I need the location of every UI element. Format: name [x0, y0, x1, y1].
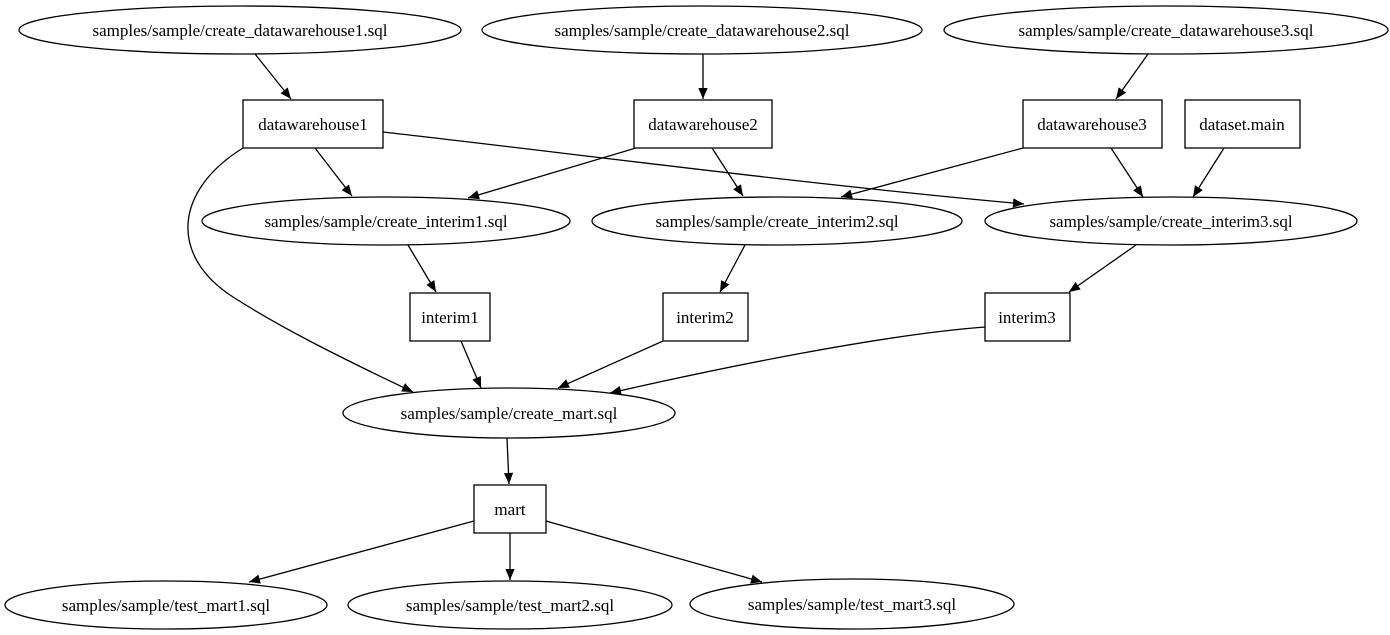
- edge-create_interim1-to-interim1: [407, 244, 437, 293]
- node-datawarehouse3: datawarehouse3: [1022, 99, 1163, 149]
- node-create_interim1: samples/sample/create_interim1.sql: [201, 196, 571, 246]
- node-label-interim3: interim3: [998, 308, 1056, 327]
- edge-create_interim2-to-interim2: [719, 244, 746, 293]
- node-label-create_datawarehouse3: samples/sample/create_datawarehouse3.sql: [1018, 21, 1313, 40]
- node-test_mart2: samples/sample/test_mart2.sql: [347, 580, 673, 630]
- node-create_datawarehouse2: samples/sample/create_datawarehouse2.sql: [481, 5, 923, 55]
- node-create_datawarehouse3: samples/sample/create_datawarehouse3.sql: [943, 5, 1389, 55]
- node-ellipse-create_interim2: [591, 196, 963, 246]
- node-label-datawarehouse2: datawarehouse2: [648, 115, 758, 134]
- node-label-create_mart: samples/sample/create_mart.sql: [401, 404, 618, 423]
- node-ellipse-test_mart2: [347, 580, 673, 630]
- node-create_mart: samples/sample/create_mart.sql: [342, 387, 676, 439]
- node-dataset_main: dataset.main: [1184, 99, 1301, 149]
- node-box-datawarehouse3: [1022, 99, 1163, 149]
- edge-interim1-to-create_mart: [460, 340, 482, 389]
- node-label-interim2: interim2: [676, 308, 734, 327]
- node-mart: mart: [473, 484, 547, 534]
- edge-create_datawarehouse1-to-datawarehouse1: [254, 53, 292, 100]
- node-label-create_interim3: samples/sample/create_interim3.sql: [1049, 212, 1292, 231]
- node-label-dataset_main: dataset.main: [1199, 115, 1285, 134]
- node-test_mart3: samples/sample/test_mart3.sql: [689, 578, 1015, 630]
- node-label-mart: mart: [494, 500, 525, 519]
- edge-datawarehouse3-to-create_interim2: [840, 147, 1024, 199]
- node-label-test_mart2: samples/sample/test_mart2.sql: [406, 596, 614, 615]
- edge-dataset_main-to-create_interim3: [1192, 147, 1225, 198]
- node-ellipse-create_mart: [342, 387, 676, 439]
- edge-create_interim3-to-interim3: [1068, 244, 1137, 293]
- edge-interim3-to-create_mart: [609, 326, 986, 396]
- node-label-create_interim1: samples/sample/create_interim1.sql: [264, 212, 507, 231]
- node-create_datawarehouse1: samples/sample/create_datawarehouse1.sql: [18, 5, 462, 55]
- node-box-interim3: [984, 292, 1071, 342]
- edge-datawarehouse2-to-create_interim2: [711, 147, 744, 197]
- edge-interim2-to-create_mart: [557, 340, 664, 389]
- node-label-datawarehouse1: datawarehouse1: [258, 115, 368, 134]
- node-label-create_datawarehouse1: samples/sample/create_datawarehouse1.sql: [92, 21, 387, 40]
- node-datawarehouse1: datawarehouse1: [242, 99, 384, 149]
- node-interim1: interim1: [409, 292, 491, 342]
- node-label-test_mart1: samples/sample/test_mart1.sql: [62, 596, 270, 615]
- node-ellipse-create_interim3: [984, 196, 1358, 246]
- node-create_interim3: samples/sample/create_interim3.sql: [984, 196, 1358, 246]
- node-interim2: interim2: [662, 292, 749, 342]
- node-box-interim1: [409, 292, 491, 342]
- edge-mart-to-test_mart3: [545, 520, 763, 584]
- node-ellipse-create_datawarehouse3: [943, 5, 1389, 55]
- node-label-datawarehouse3: datawarehouse3: [1037, 115, 1147, 134]
- node-datawarehouse2: datawarehouse2: [633, 99, 773, 149]
- edge-mart-to-test_mart1: [248, 520, 475, 584]
- edge-datawarehouse1-to-create_mart: [187, 147, 414, 393]
- node-box-datawarehouse1: [242, 99, 384, 149]
- node-label-create_datawarehouse2: samples/sample/create_datawarehouse2.sql: [554, 21, 849, 40]
- edge-datawarehouse1-to-create_interim3: [382, 131, 1025, 208]
- node-test_mart1: samples/sample/test_mart1.sql: [4, 580, 328, 630]
- node-ellipse-create_datawarehouse1: [18, 5, 462, 55]
- edge-datawarehouse2-to-create_interim1: [467, 147, 637, 200]
- node-label-interim1: interim1: [421, 308, 479, 327]
- node-create_interim2: samples/sample/create_interim2.sql: [591, 196, 963, 246]
- edge-datawarehouse3-to-create_interim3: [1110, 147, 1144, 198]
- node-interim3: interim3: [984, 292, 1071, 342]
- node-box-dataset_main: [1184, 99, 1301, 149]
- node-ellipse-create_interim1: [201, 196, 571, 246]
- edge-create_datawarehouse3-to-datawarehouse3: [1115, 53, 1149, 100]
- edge-datawarehouse1-to-create_interim1: [314, 147, 353, 197]
- node-ellipse-create_datawarehouse2: [481, 5, 923, 55]
- node-ellipse-test_mart3: [689, 578, 1015, 630]
- edge-group: [187, 53, 1225, 584]
- edge-create_mart-to-mart: [503, 437, 514, 485]
- node-box-datawarehouse2: [633, 99, 773, 149]
- node-box-mart: [473, 484, 547, 534]
- node-ellipse-test_mart1: [4, 580, 328, 630]
- node-label-test_mart3: samples/sample/test_mart3.sql: [748, 595, 956, 614]
- node-box-interim2: [662, 292, 749, 342]
- node-label-create_interim2: samples/sample/create_interim2.sql: [655, 212, 898, 231]
